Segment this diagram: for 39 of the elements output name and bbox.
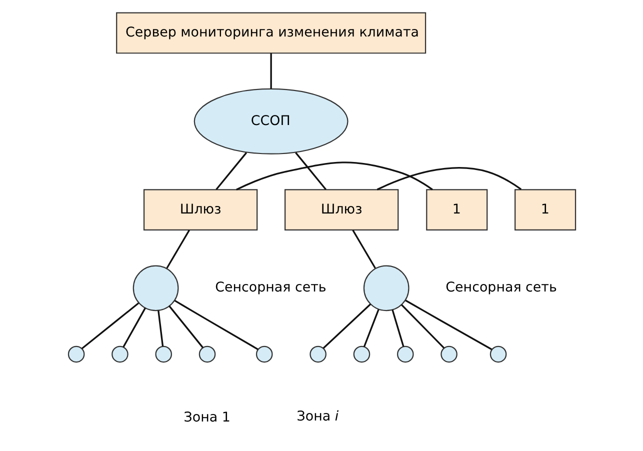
node-circle	[440, 346, 457, 363]
node-box: Сервер мониторинга изменения климата	[116, 12, 426, 54]
node-circle	[67, 346, 84, 363]
connector	[322, 303, 371, 349]
node-ellipse: ССОП	[193, 88, 348, 154]
connector	[400, 304, 444, 348]
node-box: 1	[426, 189, 488, 231]
label: Сенсорная сеть	[214, 280, 326, 296]
connector	[362, 309, 379, 348]
node-circle	[255, 346, 272, 363]
node-circle	[111, 346, 128, 363]
connector	[122, 308, 146, 348]
node-circle	[352, 346, 370, 363]
connector	[168, 306, 203, 348]
connector	[166, 230, 190, 269]
connector	[174, 300, 258, 350]
label: Зона i	[296, 409, 338, 424]
connector	[404, 300, 492, 350]
label: Зона 1	[183, 410, 230, 426]
connector	[81, 302, 139, 350]
node-circle	[489, 346, 506, 363]
connector	[352, 230, 376, 269]
node-circle	[309, 346, 326, 363]
connector	[215, 152, 247, 190]
connector	[157, 310, 164, 346]
connector	[391, 310, 404, 347]
node-circle	[198, 346, 216, 363]
node-box: 1	[514, 189, 576, 231]
node-circle	[362, 265, 409, 312]
connector	[270, 53, 272, 89]
connector	[236, 162, 432, 190]
connector	[376, 166, 522, 190]
node-box: Шлюз	[284, 189, 398, 231]
node-circle	[396, 346, 414, 363]
label: Сенсорная сеть	[445, 280, 556, 296]
connector	[294, 152, 326, 190]
node-box: Шлюз	[142, 189, 258, 231]
node-circle	[132, 265, 178, 312]
node-circle	[154, 346, 172, 363]
